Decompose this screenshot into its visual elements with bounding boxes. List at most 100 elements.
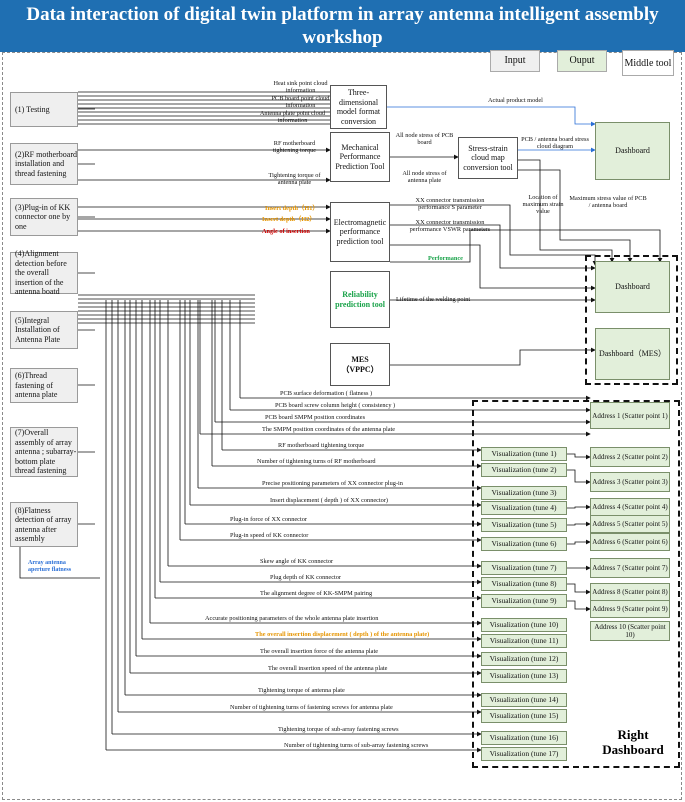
visualization-box: Visualization (tune 11) (481, 634, 567, 648)
connector-line (390, 224, 596, 271)
mes-subtitle: （VPPC） (341, 364, 379, 374)
label-node-pcb: All node stress of PCB board (395, 132, 454, 146)
visualization-box: Visualization (tune 17) (481, 747, 567, 761)
address-box: Address 8 (Scatter point 8) (590, 583, 670, 601)
address-box: Address 7 (Scatter point 7) (590, 558, 670, 578)
input-rf-motherboard: (2)RF motherboard installation and threa… (10, 143, 78, 185)
visualization-box: Visualization (tune 6) (481, 537, 567, 551)
row-label: The alignment degree of KK-SMPM pairing (260, 590, 373, 597)
address-box: Address 4 (Scatter point 4) (590, 498, 670, 516)
input-antenna-plate-install: (5)Integral Installation of Antenna Plat… (10, 311, 78, 349)
row-label: PCB board SMPM position coordinates (265, 414, 366, 421)
label-heat-sink: Heat sink point cloud information (273, 80, 328, 94)
reliability-tool-label: Reliability prediction tool (335, 290, 385, 309)
tool-mechanical-prediction: Mechanical Performance Prediction Tool (330, 132, 390, 182)
connector-line (567, 469, 591, 485)
row-label: Insert displacement ( depth ) of XX conn… (270, 497, 389, 504)
visualization-box: Visualization (tune 14) (481, 693, 567, 707)
label-tight-antenna: Tightening torque of antenna plate (268, 172, 321, 186)
connector-line (387, 106, 596, 127)
right-dashboard-title: Right Dashboard (602, 727, 664, 757)
input-testing: (1) Testing (10, 92, 78, 127)
label-rf-torque: RF motherboard tightening torque (272, 140, 317, 154)
legend-output: Ouput (557, 50, 607, 72)
legend-input: Input (490, 50, 540, 72)
label-pcb-point-cloud: PCB board point cloud information (271, 95, 330, 109)
visualization-box: Visualization (tune 5) (481, 518, 567, 532)
label-vswr: XX connector transmission performance VS… (409, 219, 491, 233)
tool-3d-model-conversion: Three-dimensional model format conversio… (330, 85, 387, 129)
mes-title: MES (351, 355, 369, 364)
address-box: Address 3 (Scatter point 3) (590, 472, 670, 492)
input-flatness-detection: (8)Flatness detection of array antenna a… (10, 502, 78, 547)
visualization-box: Visualization (tune 9) (481, 594, 567, 608)
row-label: The overall insertion force of the anten… (260, 648, 379, 655)
input-plug-in-kk: (3)Plug-in of KK connector one by one (10, 198, 78, 236)
input-alignment-detection: (4)Alignment detection before the overal… (10, 249, 78, 296)
connector-line (567, 453, 591, 460)
row-label: PCB board screw column height ( consiste… (275, 402, 396, 409)
connector-line (390, 229, 663, 263)
label-lifetime: Lifetime of the welding point (396, 296, 471, 303)
connector-line (390, 204, 598, 266)
row-label: Plug-in force of XX connector (230, 516, 307, 523)
visualization-box: Visualization (tune 15) (481, 709, 567, 723)
address-box: Address 9 (Scatter point 9) (590, 600, 670, 618)
row-label: Number of tightening turns of fastening … (230, 704, 393, 711)
page-title: Data interaction of digital twin platfor… (0, 0, 685, 52)
label-performance: Performance (428, 255, 463, 262)
visualization-box: Visualization (tune 1) (481, 447, 567, 461)
connector-line (567, 539, 591, 545)
dashboard-group-frame (585, 255, 678, 385)
address-box: Address 5 (Scatter point 5) (590, 515, 670, 533)
label-max-stress: Maximum stress value of PCB / antenna bo… (569, 195, 647, 209)
tool-stress-strain-conversion: Stress-strain cloud map conversion tool (458, 137, 518, 179)
array-flatness-label: Array antenna aperture flatness (28, 560, 72, 573)
legend-middle-tool: Middle tool (622, 50, 674, 76)
tool-mes-vppc: MES （VPPC） (330, 343, 390, 386)
right-dashboard-frame (472, 400, 680, 768)
address-box: Address 10 (Scatter point 10) (590, 621, 670, 641)
connector-line (567, 583, 591, 595)
row-label: The overall insertion displacement ( dep… (255, 631, 430, 638)
input-overall-assembly: (7)Overall assembly of array antenna ; s… (10, 427, 78, 477)
visualization-box: Visualization (tune 2) (481, 463, 567, 477)
row-label: Skew angle of KK connector (260, 558, 334, 565)
tool-em-prediction: Electromagnetic performance prediction t… (330, 202, 390, 262)
visualization-box: Visualization (tune 8) (481, 577, 567, 591)
dashboard-middle: Dashboard (595, 261, 670, 313)
row-label: Tightening torque of sub-array fastening… (278, 726, 399, 733)
row-label: The overall insertion speed of the anten… (268, 665, 388, 672)
label-stress-cloud: PCB / antenna board stress cloud diagram (521, 136, 589, 150)
row-label: Plug depth of KK connector (270, 574, 341, 581)
label-node-antenna: All node stress of antenna plate (402, 170, 447, 184)
row-label: Number of tightening turns of RF motherb… (257, 458, 376, 465)
label-s-parameter: XX connector transmission performance S … (415, 197, 485, 211)
address-box: Address 1 (Scatter point 1) (590, 402, 670, 429)
row-label: RF motherboard tightening torque (278, 442, 365, 449)
row-label: The SMPM position coordinates of the ant… (262, 426, 396, 433)
row-label: Number of tightening turns of sub-array … (284, 742, 429, 749)
address-box: Address 6 (Scatter point 6) (590, 533, 670, 551)
dashboard-top: Dashboard (595, 122, 670, 180)
row-label: Accurate positioning parameters of the w… (205, 615, 379, 622)
row-label: Plug-in speed of KK connector (230, 532, 309, 539)
visualization-box: Visualization (tune 12) (481, 652, 567, 666)
dashboard-mes: Dashboard（MES） (595, 328, 670, 380)
connector-line (567, 521, 591, 527)
visualization-box: Visualization (tune 4) (481, 501, 567, 515)
label-insert-h1: Insert depth（H1） (265, 205, 319, 212)
input-thread-antenna: (6)Thread fastening of antenna plate (10, 368, 78, 403)
connector-line (390, 347, 596, 366)
row-label: Precise positioning parameters of XX con… (262, 480, 403, 487)
label-insert-h2: Insert depth（H2） (262, 216, 316, 223)
visualization-box: Visualization (tune 16) (481, 731, 567, 745)
row-label: PCB surface deformation ( flatness ) (280, 390, 373, 397)
visualization-box: Visualization (tune 3) (481, 486, 567, 500)
visualization-box: Visualization (tune 13) (481, 669, 567, 683)
connector-line (567, 504, 591, 510)
label-antenna-point-cloud: Antenna plate point cloud information (259, 110, 326, 124)
label-max-strain: Location of maximum strain value (522, 194, 564, 215)
